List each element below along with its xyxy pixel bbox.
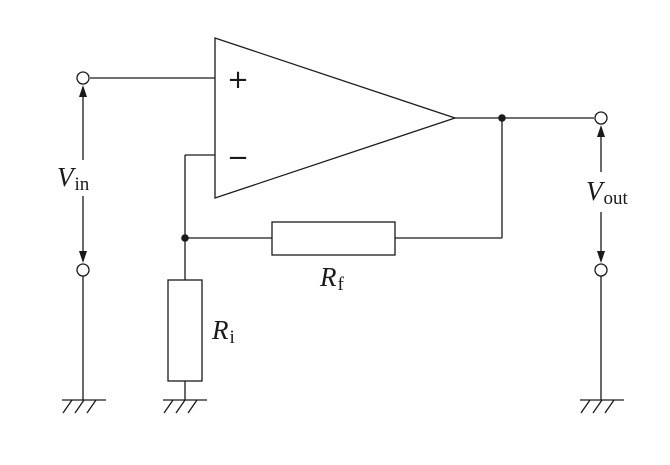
opamp-plus-sign: + xyxy=(227,65,249,95)
vin-ground-symbol xyxy=(62,399,106,414)
rf-label: Rf xyxy=(319,262,345,295)
vin-top-terminal xyxy=(76,71,90,85)
vout-arrow-down-head xyxy=(597,251,605,263)
vout-bottom-terminal xyxy=(594,263,608,277)
vout-top-terminal xyxy=(594,111,608,125)
rf-resistor xyxy=(271,221,396,256)
ri-resistor xyxy=(167,279,203,382)
vin-label: Vin xyxy=(57,162,90,195)
output-node xyxy=(498,114,506,122)
vout-ground-symbol xyxy=(580,399,624,414)
opamp-minus-sign: − xyxy=(227,143,249,173)
vout-arrow-up-head xyxy=(597,125,605,137)
vin-arrow-down-head xyxy=(79,251,87,263)
ri-label: Ri xyxy=(211,315,235,348)
vin-arrow-up-head xyxy=(79,85,87,97)
vin-bottom-terminal xyxy=(76,263,90,277)
vout-label: Vout xyxy=(586,176,629,209)
ri-ground-symbol xyxy=(163,399,207,414)
opamp-triangle xyxy=(214,37,458,199)
